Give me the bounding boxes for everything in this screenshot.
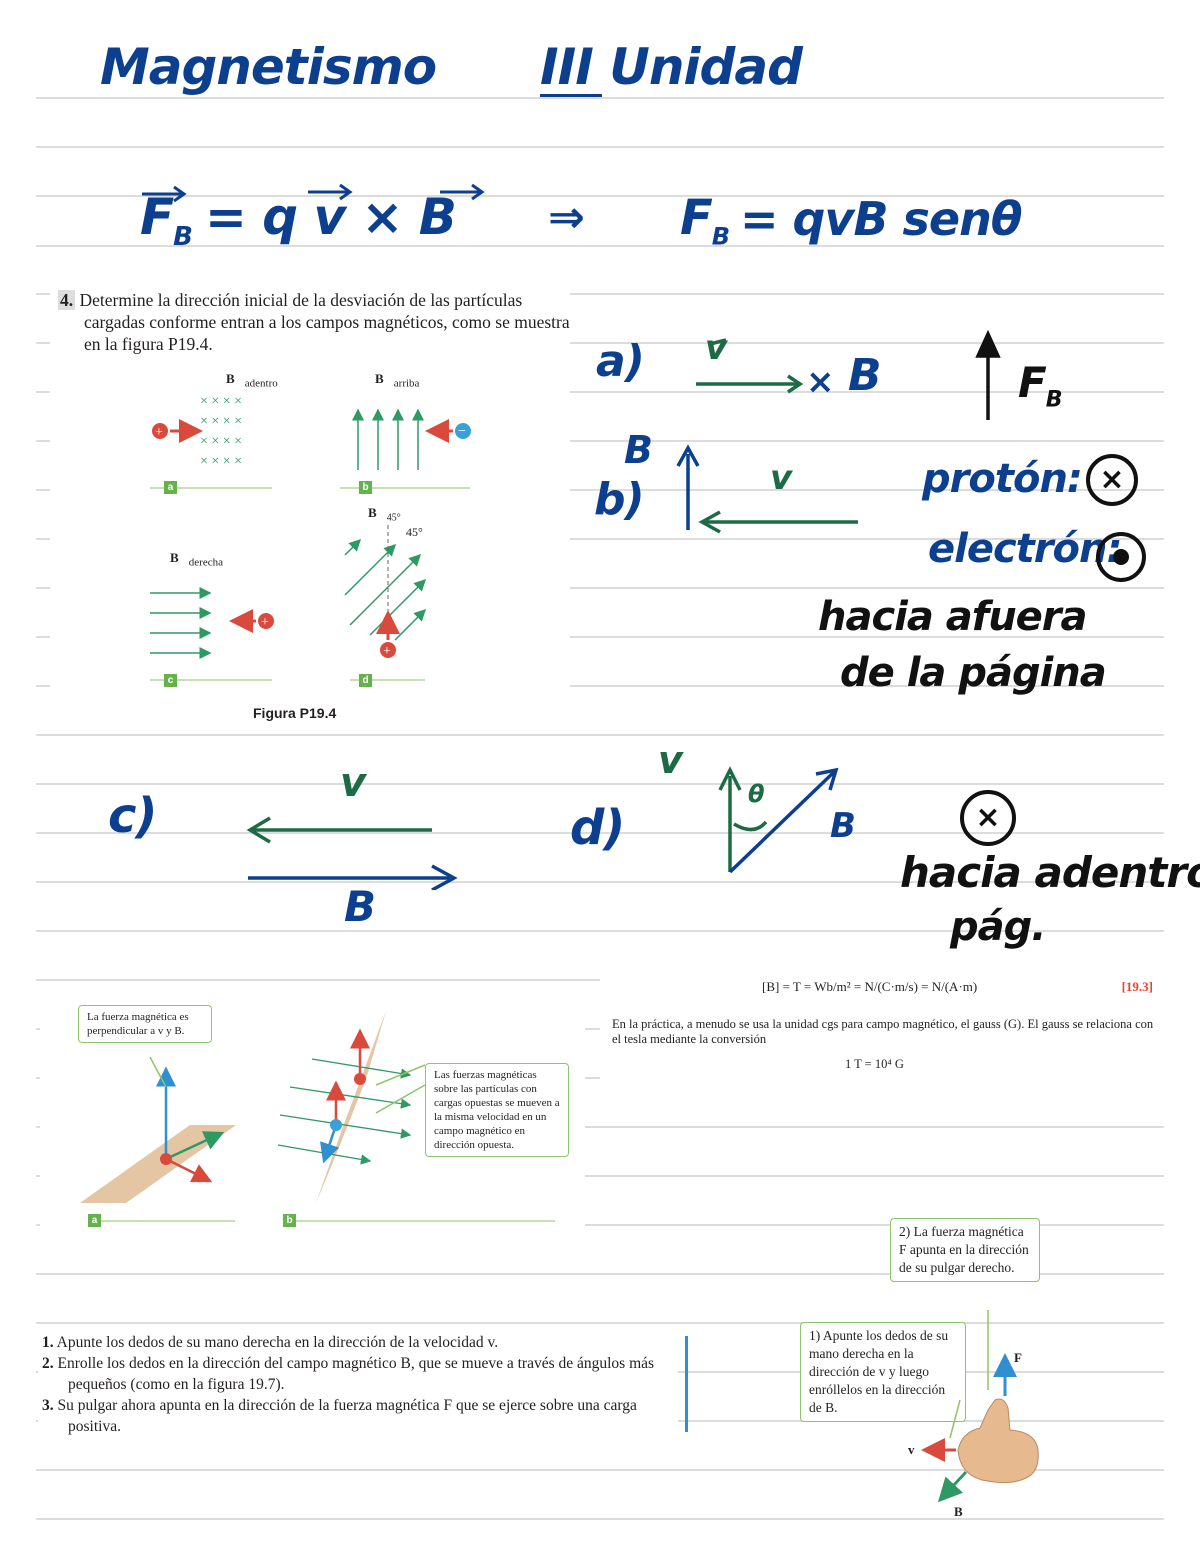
svg-text:× × × ×: × × × ×	[200, 454, 242, 469]
unit-underline	[540, 94, 602, 97]
tag-a: a	[164, 481, 177, 494]
label-angle-45: 45°	[406, 525, 423, 539]
svg-text:× × × ×: × × × ×	[200, 414, 242, 429]
answer-c-label: c)	[108, 788, 157, 844]
force-tag-a: a	[88, 1214, 101, 1227]
label-b-derecha: B⃗derecha	[170, 550, 223, 569]
problem-4-text: 4. Determine la dirección inicial de la …	[58, 289, 584, 355]
answer-a-v: v	[705, 328, 727, 368]
units-block: [B] = T = Wb/m² = N/(C·m/s) = N/(A·m) [1…	[600, 965, 1165, 1080]
gauss-paragraph: En la práctica, a menudo se usa la unida…	[612, 1017, 1154, 1046]
hand-label-v: v	[908, 1442, 915, 1457]
electron-b	[455, 423, 471, 439]
hand-label-F: F	[1014, 1350, 1022, 1365]
rule-step-3: 3. Su pulgar ahora apunta en la direcció…	[42, 1397, 637, 1435]
formula-arrow: ⇒	[548, 192, 585, 243]
proton-d	[380, 642, 396, 658]
tag-c: c	[164, 674, 177, 687]
answer-c-B: B	[344, 882, 376, 931]
answer-a-label: a)	[596, 336, 645, 387]
proton-a	[152, 423, 168, 439]
tesla-equation: [B] = T = Wb/m² = N/(C·m/s) = N/(A·m)	[762, 979, 978, 994]
callout-step-2: 2) La fuerza magnética F apunta en la di…	[890, 1218, 1040, 1282]
into-page-symbol: ×	[960, 790, 1016, 846]
svg-text:× × × ×: × × × ×	[200, 434, 242, 449]
field-into-page-crosses: × × × × × × × × × × × × × × × ×	[200, 394, 242, 469]
hand-label-B: B	[954, 1504, 963, 1519]
label-b-adentro: B⃗adentro	[226, 371, 278, 390]
answer-d-theta: θ	[748, 780, 764, 808]
formula-vector-rhs: = q v × B	[205, 188, 457, 246]
svg-text:+: +	[383, 644, 391, 659]
svg-text:−: −	[458, 424, 466, 439]
answer-d-label: d)	[570, 800, 625, 856]
answer-d-v: v	[658, 738, 683, 782]
right-hand-rule-steps: 1. Apunte los dedos de su mano derecha e…	[38, 1326, 678, 1441]
figure-p19-4: × × × × × × × × × × × × × × × × + − +	[150, 394, 471, 681]
electron-label: electrón:	[928, 526, 1122, 572]
formula-vector-lhs: FB	[140, 188, 193, 252]
answer-d-B: B	[830, 806, 856, 846]
unit-title: III Unidad	[540, 38, 803, 96]
answer-b-label: b)	[594, 474, 645, 525]
gauss-conversion: 1 T = 10⁴ G	[845, 1057, 904, 1071]
force-tag-b: b	[283, 1214, 296, 1227]
formula-scalar-lhs: FB	[680, 190, 730, 251]
figure-caption: Figura P19.4	[253, 705, 337, 721]
out-of-page-line1: hacia afuera	[818, 594, 1088, 640]
rule-step-1: 1. Apunte los dedos de su mano derecha e…	[42, 1334, 499, 1351]
answer-c-v: v	[340, 760, 366, 806]
rule-step-2: 2. Enrolle los dedos en la dirección del…	[42, 1355, 655, 1393]
electron-out-of-page-symbol	[1096, 532, 1146, 582]
label-b-45: B⃗45°	[368, 505, 401, 524]
problem-4-block: 4. Determine la dirección inicial de la …	[50, 285, 570, 730]
problem-number: 4.	[58, 290, 76, 310]
hand-figure: 2) La fuerza magnética F apunta en la di…	[790, 1210, 1080, 1553]
formula-scalar-rhs: = qvB senθ	[740, 192, 1022, 246]
answer-a-FB: FB	[1018, 358, 1062, 413]
notebook-title: Magnetismo	[100, 38, 437, 96]
answer-a-cross: ×	[806, 362, 834, 402]
equation-number: [19.3]	[1121, 979, 1153, 994]
problem-statement: Determine la dirección inicial de la des…	[79, 290, 570, 354]
answer-b-v: v	[770, 458, 792, 498]
callout-opposite-forces: Las fuerzas magnéticas sobre las partícu…	[425, 1063, 569, 1157]
answer-a-B: B	[848, 350, 882, 401]
force-figure: La fuerza magnética es perpendicular a v…	[40, 985, 585, 1230]
answer-b-B: B	[624, 428, 653, 472]
tag-b: b	[359, 481, 372, 494]
into-page-line2: pág.	[950, 904, 1046, 950]
proton-c	[258, 613, 274, 629]
callout-perpendicular: La fuerza magnética es perpendicular a v…	[78, 1005, 212, 1043]
proton-label: protón:	[922, 456, 1083, 502]
into-page-line1: hacia adentro	[900, 848, 1200, 897]
thumb-hand	[957, 1398, 1039, 1484]
svg-text:+: +	[261, 615, 269, 630]
label-b-arriba: B⃗arriba	[375, 371, 420, 390]
out-of-page-line2: de la página	[840, 650, 1107, 696]
svg-text:× × × ×: × × × ×	[200, 394, 242, 409]
svg-text:+: +	[155, 425, 163, 440]
tag-d: d	[359, 674, 372, 687]
callout-step-1: 1) Apunte los dedos de su mano derecha e…	[800, 1322, 966, 1422]
steps-divider	[685, 1336, 688, 1432]
proton-into-page-symbol: ×	[1086, 454, 1138, 506]
